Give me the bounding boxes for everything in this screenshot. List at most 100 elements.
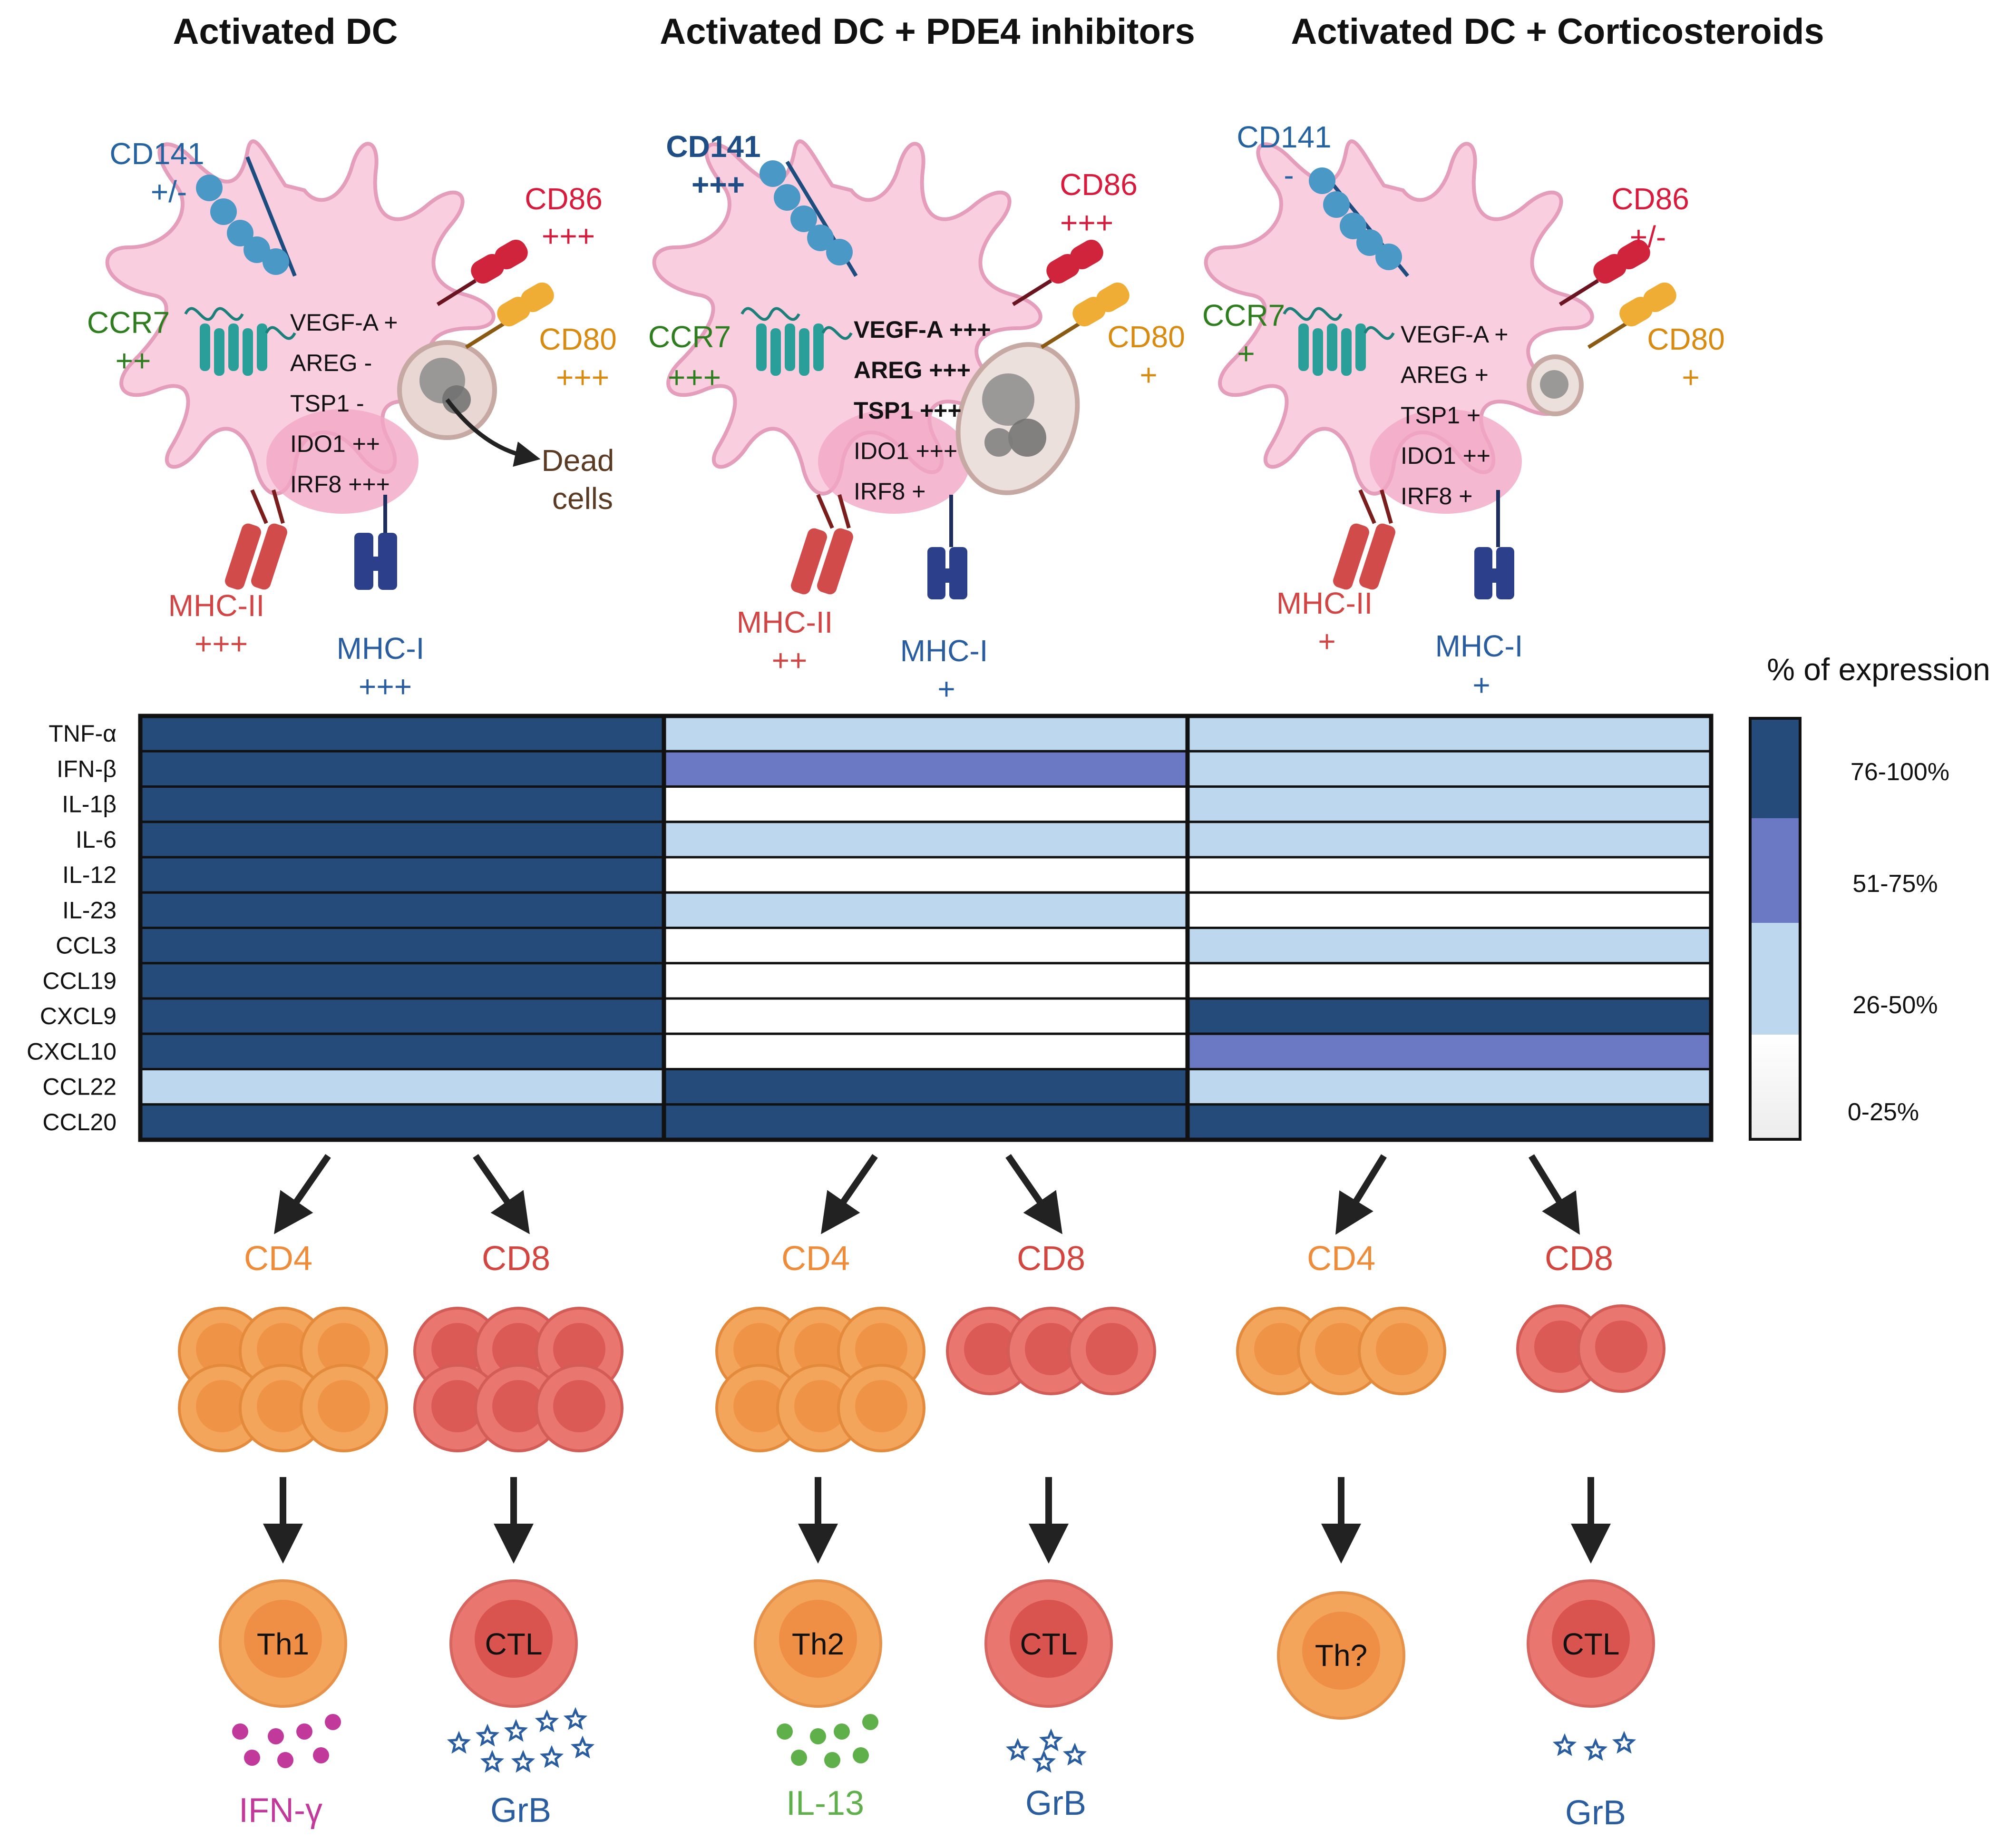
star-icon (1612, 1731, 1636, 1754)
effector-label: Th2 (792, 1627, 844, 1661)
t-cell-nucleus-icon (1254, 1323, 1306, 1375)
cd86-label: CD86 (525, 182, 603, 216)
heatmap-cell (139, 1068, 665, 1106)
t-cell-nucleus-icon (1025, 1323, 1077, 1375)
heatmap-cell (662, 1103, 1189, 1141)
dead-cells-arrow (445, 398, 541, 467)
ctl-cell-icon (984, 1579, 1113, 1708)
heatmap-cell (139, 891, 665, 929)
heatmap-row-label: IL-12 (62, 861, 117, 888)
cd8-label: CD8 (482, 1240, 550, 1278)
cd80-level: + (1682, 360, 1699, 394)
star-icon (1552, 1733, 1577, 1756)
cd80-level: +++ (556, 360, 609, 394)
legend-swatch-51-75 (1750, 818, 1800, 923)
heatmap-cell (662, 997, 1189, 1035)
cd141-level: +/- (151, 175, 187, 209)
cd80-label: CD80 (1107, 320, 1185, 354)
ccr7-label: CCR7 (87, 305, 170, 340)
heatmap-row-label: IFN-β (57, 755, 117, 782)
effector-label: CTL (1020, 1627, 1078, 1661)
effector-label: Th? (1315, 1638, 1367, 1673)
heatmap-cell (1186, 856, 1713, 894)
th-unknown-cell-icon (1277, 1591, 1405, 1720)
mhc2-level: ++ (772, 643, 808, 677)
cd86-level: +++ (1060, 206, 1113, 240)
mhc2-receptor-icon (1333, 489, 1395, 590)
star-icon (539, 1745, 564, 1768)
heatmap-cell (139, 856, 665, 894)
heatmap-cell (139, 821, 665, 859)
effector-label: CTL (485, 1627, 543, 1661)
dc-cell-activated: Dead cells CD141 +/- CD86 +++ CD80 +++ (87, 137, 617, 704)
legend: 76-100% 51-75% 26-50% 0-25% (1749, 717, 1949, 1141)
mhc2-receptor-icon (791, 494, 853, 595)
t-cell-nucleus-icon (794, 1323, 847, 1375)
cd141-label: CD141 (109, 137, 204, 171)
cd8-label: CD8 (1017, 1240, 1085, 1278)
dead-cell-debris-icon (442, 385, 471, 414)
t-cell-nucleus-icon (196, 1323, 248, 1375)
heatmap-row-label: CCL22 (42, 1074, 117, 1100)
cd80-label: CD80 (539, 322, 617, 356)
inner-areg: AREG - (290, 350, 372, 376)
star-icon (1039, 1728, 1063, 1752)
secreted-label-grb: GrB (1565, 1794, 1626, 1832)
arrows-to-effectors (263, 1477, 1611, 1564)
star-icon (563, 1707, 588, 1730)
heatmap-row-label: CCL19 (42, 968, 117, 994)
heatmap-cell (1186, 821, 1713, 859)
heatmap-cell (662, 750, 1189, 788)
heatmap-cell (1186, 1032, 1713, 1070)
t-cell-nucleus-icon (1086, 1323, 1138, 1375)
heatmap-cell (1186, 927, 1713, 965)
t-cell-nucleus-icon (733, 1380, 786, 1432)
inner-ido1: IDO1 +++ (854, 438, 957, 464)
t-cell-nucleus-icon (257, 1323, 309, 1375)
star-icon (1032, 1750, 1056, 1773)
th1-cell-icon (219, 1579, 347, 1708)
mhc1-receptor-icon (1474, 490, 1514, 599)
cd4-label: CD4 (781, 1240, 850, 1278)
heatmap-row-label: CXCL10 (27, 1038, 117, 1065)
mhc2-label: MHC-II (168, 588, 265, 623)
heatmap-cell (139, 785, 665, 823)
heatmap-cell (662, 1032, 1189, 1070)
heatmap-cell (662, 962, 1189, 1000)
heatmap-row-label: CCL3 (56, 932, 117, 959)
cd141-receptor-icon (760, 160, 858, 277)
t-cell-nucleus-icon (855, 1323, 907, 1375)
cd141-receptor-icon (1309, 167, 1410, 277)
heatmap-cell (1186, 750, 1713, 788)
effector-label: CTL (1562, 1627, 1620, 1661)
inner-areg: AREG + (1401, 362, 1489, 388)
star-icon (511, 1750, 536, 1773)
cd86-receptor-icon (1558, 239, 1650, 306)
inner-irf8: IRF8 + (854, 478, 925, 505)
inner-vegfa: VEGF-A +++ (854, 316, 991, 343)
nucleus (266, 409, 419, 514)
inner-tsp1: TSP1 - (290, 390, 364, 417)
legend-swatch-0-25 (1750, 1035, 1800, 1139)
arrows-to-tcells (274, 1154, 1580, 1235)
mhc2-level: +++ (195, 626, 248, 661)
heatmap-cell (662, 1068, 1189, 1106)
heatmap-row-label: CCL20 (42, 1109, 117, 1135)
inner-irf8: IRF8 +++ (290, 471, 390, 498)
cd86-level: +/- (1630, 220, 1666, 254)
secreted-label-il13: IL-13 (786, 1784, 864, 1822)
heatmap-row-label: TNF-α (49, 720, 117, 747)
mhc2-level: + (1318, 624, 1335, 658)
panel-title-corticosteroids: Activated DC + Corticosteroids (1291, 11, 1824, 52)
arrow-icon (274, 1154, 331, 1234)
star-icon (570, 1735, 595, 1759)
star-icon (1062, 1742, 1087, 1766)
cd80-level: + (1139, 358, 1157, 392)
t-cell-nucleus-icon (964, 1323, 1016, 1375)
star-icon (1005, 1738, 1030, 1761)
dc-cell-pde4: CD141 +++ CD86 +++ CD80 + CCR7 +++ (648, 129, 1185, 706)
cd4-label: CD4 (244, 1240, 312, 1278)
t-cell-nucleus-icon (733, 1323, 786, 1375)
t-cell-nucleus-icon (431, 1323, 484, 1375)
ctl-cell-icon (1527, 1579, 1655, 1708)
